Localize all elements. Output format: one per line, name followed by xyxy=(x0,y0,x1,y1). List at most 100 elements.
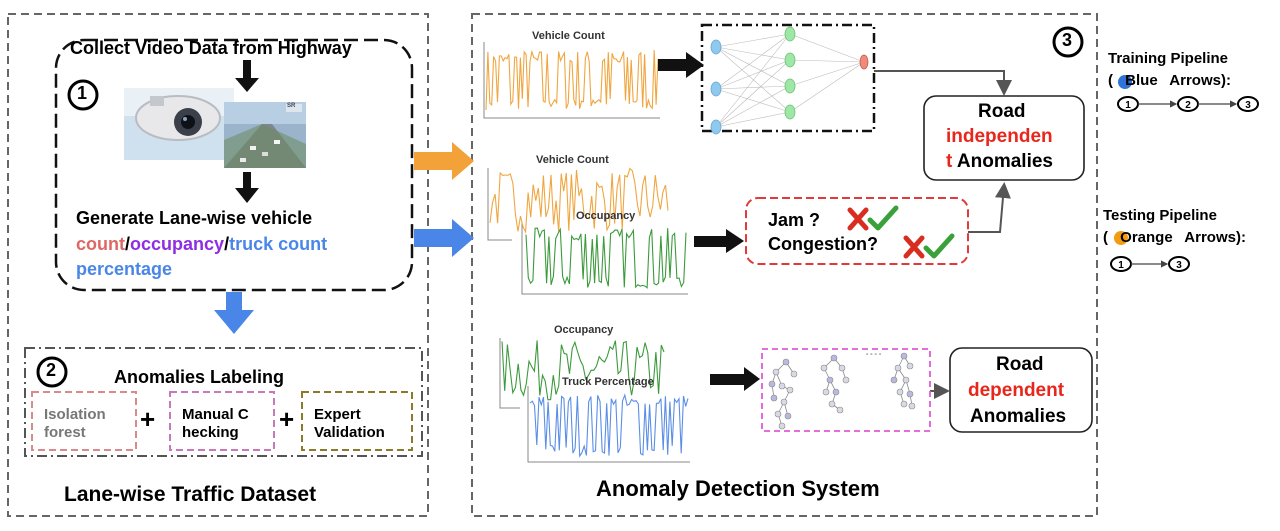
trees-dots: - - - - xyxy=(866,351,882,358)
road-dependent-line1: Road xyxy=(996,354,1044,375)
decision-tree-2 xyxy=(820,354,850,414)
camera-highway-image xyxy=(124,88,306,168)
decision-trees xyxy=(768,352,916,430)
isolation-forest-box xyxy=(31,391,137,451)
camera-badge: SR xyxy=(287,103,296,109)
nn-input-node xyxy=(710,81,722,97)
jam-congestion-box xyxy=(745,197,969,265)
down-arrow-1 xyxy=(235,60,259,92)
metrics-spans: count/occupancy/truck count xyxy=(76,234,327,254)
road-independent-box xyxy=(923,95,1085,181)
check-icon-1 xyxy=(867,205,899,231)
dataset-title: Lane-wise Traffic Dataset xyxy=(64,483,317,506)
training-title: Training Pipeline xyxy=(1108,50,1229,67)
right-panel-border xyxy=(471,13,1098,517)
system-title: Anomaly Detection System xyxy=(596,476,880,501)
chart-mid-count-title: Vehicle Count xyxy=(536,154,609,166)
nn-input-node xyxy=(710,39,722,55)
road-dependent-line3: Anomalies xyxy=(970,406,1067,427)
road-dependent-line2: dependent xyxy=(968,380,1065,401)
nn-hidden-node xyxy=(784,52,796,68)
step2-box xyxy=(24,347,423,457)
road-independent-line3: t Anomalies xyxy=(946,151,1053,174)
legend-step-1: 1 xyxy=(1125,100,1131,111)
manual-checking-box xyxy=(169,391,275,451)
metric-2: occupancy xyxy=(130,234,225,254)
testing-sub: ( Orange Arrows): xyxy=(1103,229,1246,246)
plus-1: + xyxy=(140,404,156,434)
nn-hidden-node xyxy=(784,78,796,94)
road-independent-line2: independen xyxy=(946,126,1053,147)
nn-input-node xyxy=(710,119,722,135)
legend-step-2: 2 xyxy=(1185,100,1191,111)
black-arrow-to-jam xyxy=(694,229,744,253)
legend-step-3: 3 xyxy=(1245,100,1251,111)
nn-edge xyxy=(715,33,791,90)
step1-circle xyxy=(67,79,99,111)
step1-box xyxy=(54,38,414,292)
series-mid-occupancy xyxy=(525,227,687,289)
nn-box xyxy=(700,23,876,133)
nn-to-road-arrow xyxy=(874,70,1012,96)
step1-number: 1 xyxy=(77,83,88,103)
chart-bot-truck-axes xyxy=(527,386,690,463)
collect-video-title: Collect Video Data from Highway xyxy=(70,38,352,58)
generate-line3: percentage xyxy=(76,259,173,279)
chart-bot-truck-title: Truck Percentage xyxy=(562,376,654,388)
training-sub: ( Blue Arrows): xyxy=(1108,72,1231,89)
orange-arrow-right xyxy=(414,142,474,180)
nn-edge xyxy=(715,46,791,87)
nn-edge xyxy=(789,61,865,87)
jam-to-road-arrow xyxy=(968,182,1011,233)
nn-edge xyxy=(715,88,791,113)
nn-edge xyxy=(715,59,791,90)
step2-number: 2 xyxy=(46,360,57,380)
metric-1: / xyxy=(125,234,131,254)
down-arrow-2 xyxy=(235,172,259,203)
road-dependent-box xyxy=(949,347,1093,433)
black-arrow-to-trees xyxy=(710,367,760,391)
decision-tree-3 xyxy=(890,352,916,410)
cross-icon-2 xyxy=(903,235,925,259)
nn-edge xyxy=(715,85,791,90)
legend-blue-dot xyxy=(1118,75,1132,89)
nn-edge xyxy=(715,46,791,61)
jam-label: Jam ? xyxy=(768,210,821,230)
nn-edge xyxy=(715,85,791,128)
generate-line1: Generate Lane-wise vehicle xyxy=(76,208,313,228)
road-independent-line1: Road xyxy=(978,101,1026,122)
nn-hidden-node xyxy=(784,104,796,120)
series-mid-count xyxy=(489,167,669,234)
nn-edge xyxy=(715,33,791,128)
nn-output-node xyxy=(859,54,869,70)
legend-step-1: 1 xyxy=(1118,260,1124,271)
chart-top-count-axes xyxy=(483,42,660,119)
manual-checking-label: Manual Checking xyxy=(182,406,249,441)
testing-title: Testing Pipeline xyxy=(1103,207,1217,224)
training-chain: 1 2 3 xyxy=(1117,96,1259,112)
legend-step-3: 3 xyxy=(1176,260,1182,271)
left-panel-border xyxy=(7,13,429,517)
metric-0: count xyxy=(76,234,125,254)
nn-edge xyxy=(715,59,791,128)
black-arrow-to-nn xyxy=(658,52,704,78)
nn-edge xyxy=(715,33,791,48)
road-independent-red-t: t xyxy=(946,151,953,172)
neural-network xyxy=(710,26,869,135)
decision-tree-1 xyxy=(768,358,798,430)
metric-4: truck count xyxy=(229,234,328,254)
chart-mid-occupancy-title: Occupancy xyxy=(576,210,636,222)
road-independent-anomalies: Anomalies xyxy=(952,151,1053,172)
series-top-count xyxy=(485,49,659,111)
isolation-forest-label: Isolation forest xyxy=(44,406,106,441)
trees-box xyxy=(761,348,931,432)
series-bot-truck xyxy=(529,393,689,458)
metric-3: / xyxy=(224,234,230,254)
cross-icon-1 xyxy=(847,207,869,231)
nn-hidden-node xyxy=(784,26,796,42)
chart-top-count-title: Vehicle Count xyxy=(532,30,605,42)
check-icon-2 xyxy=(923,233,955,259)
